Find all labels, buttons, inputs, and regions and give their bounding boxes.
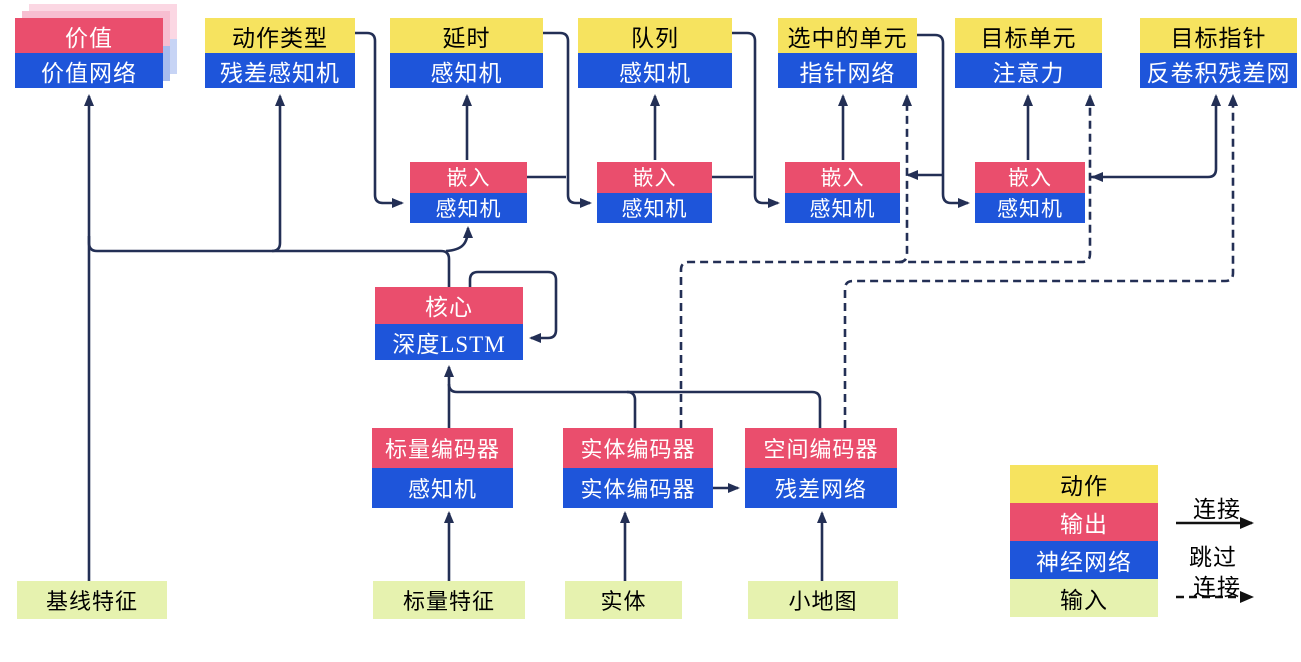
node-minimap: 小地图 <box>748 581 898 619</box>
node-scalar-encoder: 标量编码器 感知机 <box>372 428 513 508</box>
node-embed2: 嵌入 感知机 <box>597 162 712 223</box>
node-value-bottom: 价值网络 <box>15 53 163 88</box>
node-delay-bottom: 感知机 <box>390 53 543 88</box>
node-target-unit-bottom: 注意力 <box>955 53 1102 88</box>
node-baseline-features: 基线特征 <box>17 581 167 619</box>
node-scalar-encoder-top: 标量编码器 <box>372 428 513 468</box>
node-queued-bottom: 感知机 <box>578 53 732 88</box>
edge-core-output-bus <box>87 236 451 287</box>
node-embed1-bottom: 感知机 <box>410 192 527 223</box>
node-embed2-top: 嵌入 <box>597 162 712 193</box>
legend-dashed-arrow-label-line1: 跳过 <box>1189 545 1237 570</box>
node-core-bottom: 深度LSTM <box>375 323 523 360</box>
legend-solid-arrow-label: 连接 <box>1193 497 1241 522</box>
node-value-top: 价值 <box>15 18 163 53</box>
legend-item-action: 动作 <box>1010 465 1158 503</box>
edge-embed4-to-target-point <box>1090 94 1221 179</box>
node-scalar-encoder-bottom: 感知机 <box>372 468 513 508</box>
node-embed2-bottom: 感知机 <box>597 192 712 223</box>
node-spatial-encoder-bottom: 残差网络 <box>745 468 897 508</box>
node-action-type: 动作类型 残差感知机 <box>205 18 355 88</box>
node-embed3-bottom: 感知机 <box>785 192 900 223</box>
node-action-type-bottom: 残差感知机 <box>205 53 355 88</box>
node-spatial-encoder: 空间编码器 残差网络 <box>745 428 897 508</box>
edge-skip-entity-to-pointer <box>898 94 912 264</box>
node-target-point-bottom: 反卷积残差网 <box>1140 53 1297 88</box>
node-embed1-top: 嵌入 <box>410 162 527 193</box>
node-entities: 实体 <box>565 581 682 619</box>
legend-item-neural-network: 神经网络 <box>1010 541 1158 579</box>
edge-skip-entity-to-attention <box>679 94 1095 428</box>
node-target-unit: 目标单元 注意力 <box>955 18 1102 88</box>
node-action-type-top: 动作类型 <box>205 18 355 53</box>
node-embed3: 嵌入 感知机 <box>785 162 900 223</box>
node-entity-encoder-top: 实体编码器 <box>563 428 713 468</box>
edge-bus-to-embed1 <box>445 226 473 253</box>
edge-entity-encoder-to-bus <box>626 390 637 428</box>
legend-dashed-arrow-label-line2: 连接 <box>1193 575 1241 600</box>
node-embed1: 嵌入 感知机 <box>410 162 527 223</box>
node-core-top: 核心 <box>375 287 523 324</box>
node-delay-top: 延时 <box>390 18 543 53</box>
node-target-unit-top: 目标单元 <box>955 18 1102 53</box>
node-target-point-top: 目标指针 <box>1140 18 1297 53</box>
node-delay: 延时 感知机 <box>390 18 543 88</box>
node-selected-units: 选中的单元 指针网络 <box>778 18 917 88</box>
node-entity-encoder: 实体编码器 实体编码器 <box>563 428 713 508</box>
node-embed4-top: 嵌入 <box>975 162 1085 193</box>
legend-color-key: 动作 输出 神经网络 输入 <box>1010 465 1158 617</box>
node-scalar-features: 标量特征 <box>373 581 525 619</box>
edge-action-type-to-embed1 <box>355 31 404 208</box>
edge-skip-spatial-to-deconv <box>843 94 1238 428</box>
edge-encoder-bus <box>447 383 822 428</box>
node-entity-encoder-bottom: 实体编码器 <box>563 468 713 508</box>
edge-bus-to-action-type <box>271 94 285 253</box>
edge-selected-units-to-embed4 <box>917 33 970 208</box>
edge-core-self-loop <box>468 270 558 343</box>
node-core: 核心 深度LSTM <box>375 287 523 360</box>
node-value: 价值 价值网络 <box>15 18 163 88</box>
node-queued-top: 队列 <box>578 18 732 53</box>
node-embed4: 嵌入 感知机 <box>975 162 1085 223</box>
legend-item-output: 输出 <box>1010 503 1158 541</box>
node-embed4-bottom: 感知机 <box>975 192 1085 223</box>
node-spatial-encoder-top: 空间编码器 <box>745 428 897 468</box>
legend-item-input: 输入 <box>1010 579 1158 617</box>
edge-queued-to-embed3 <box>732 31 780 208</box>
node-selected-units-top: 选中的单元 <box>778 18 917 53</box>
edge-delay-to-embed2 <box>543 31 592 208</box>
node-embed3-top: 嵌入 <box>785 162 900 193</box>
node-target-point: 目标指针 反卷积残差网 <box>1140 18 1297 88</box>
node-selected-units-bottom: 指针网络 <box>778 53 917 88</box>
node-queued: 队列 感知机 <box>578 18 732 88</box>
